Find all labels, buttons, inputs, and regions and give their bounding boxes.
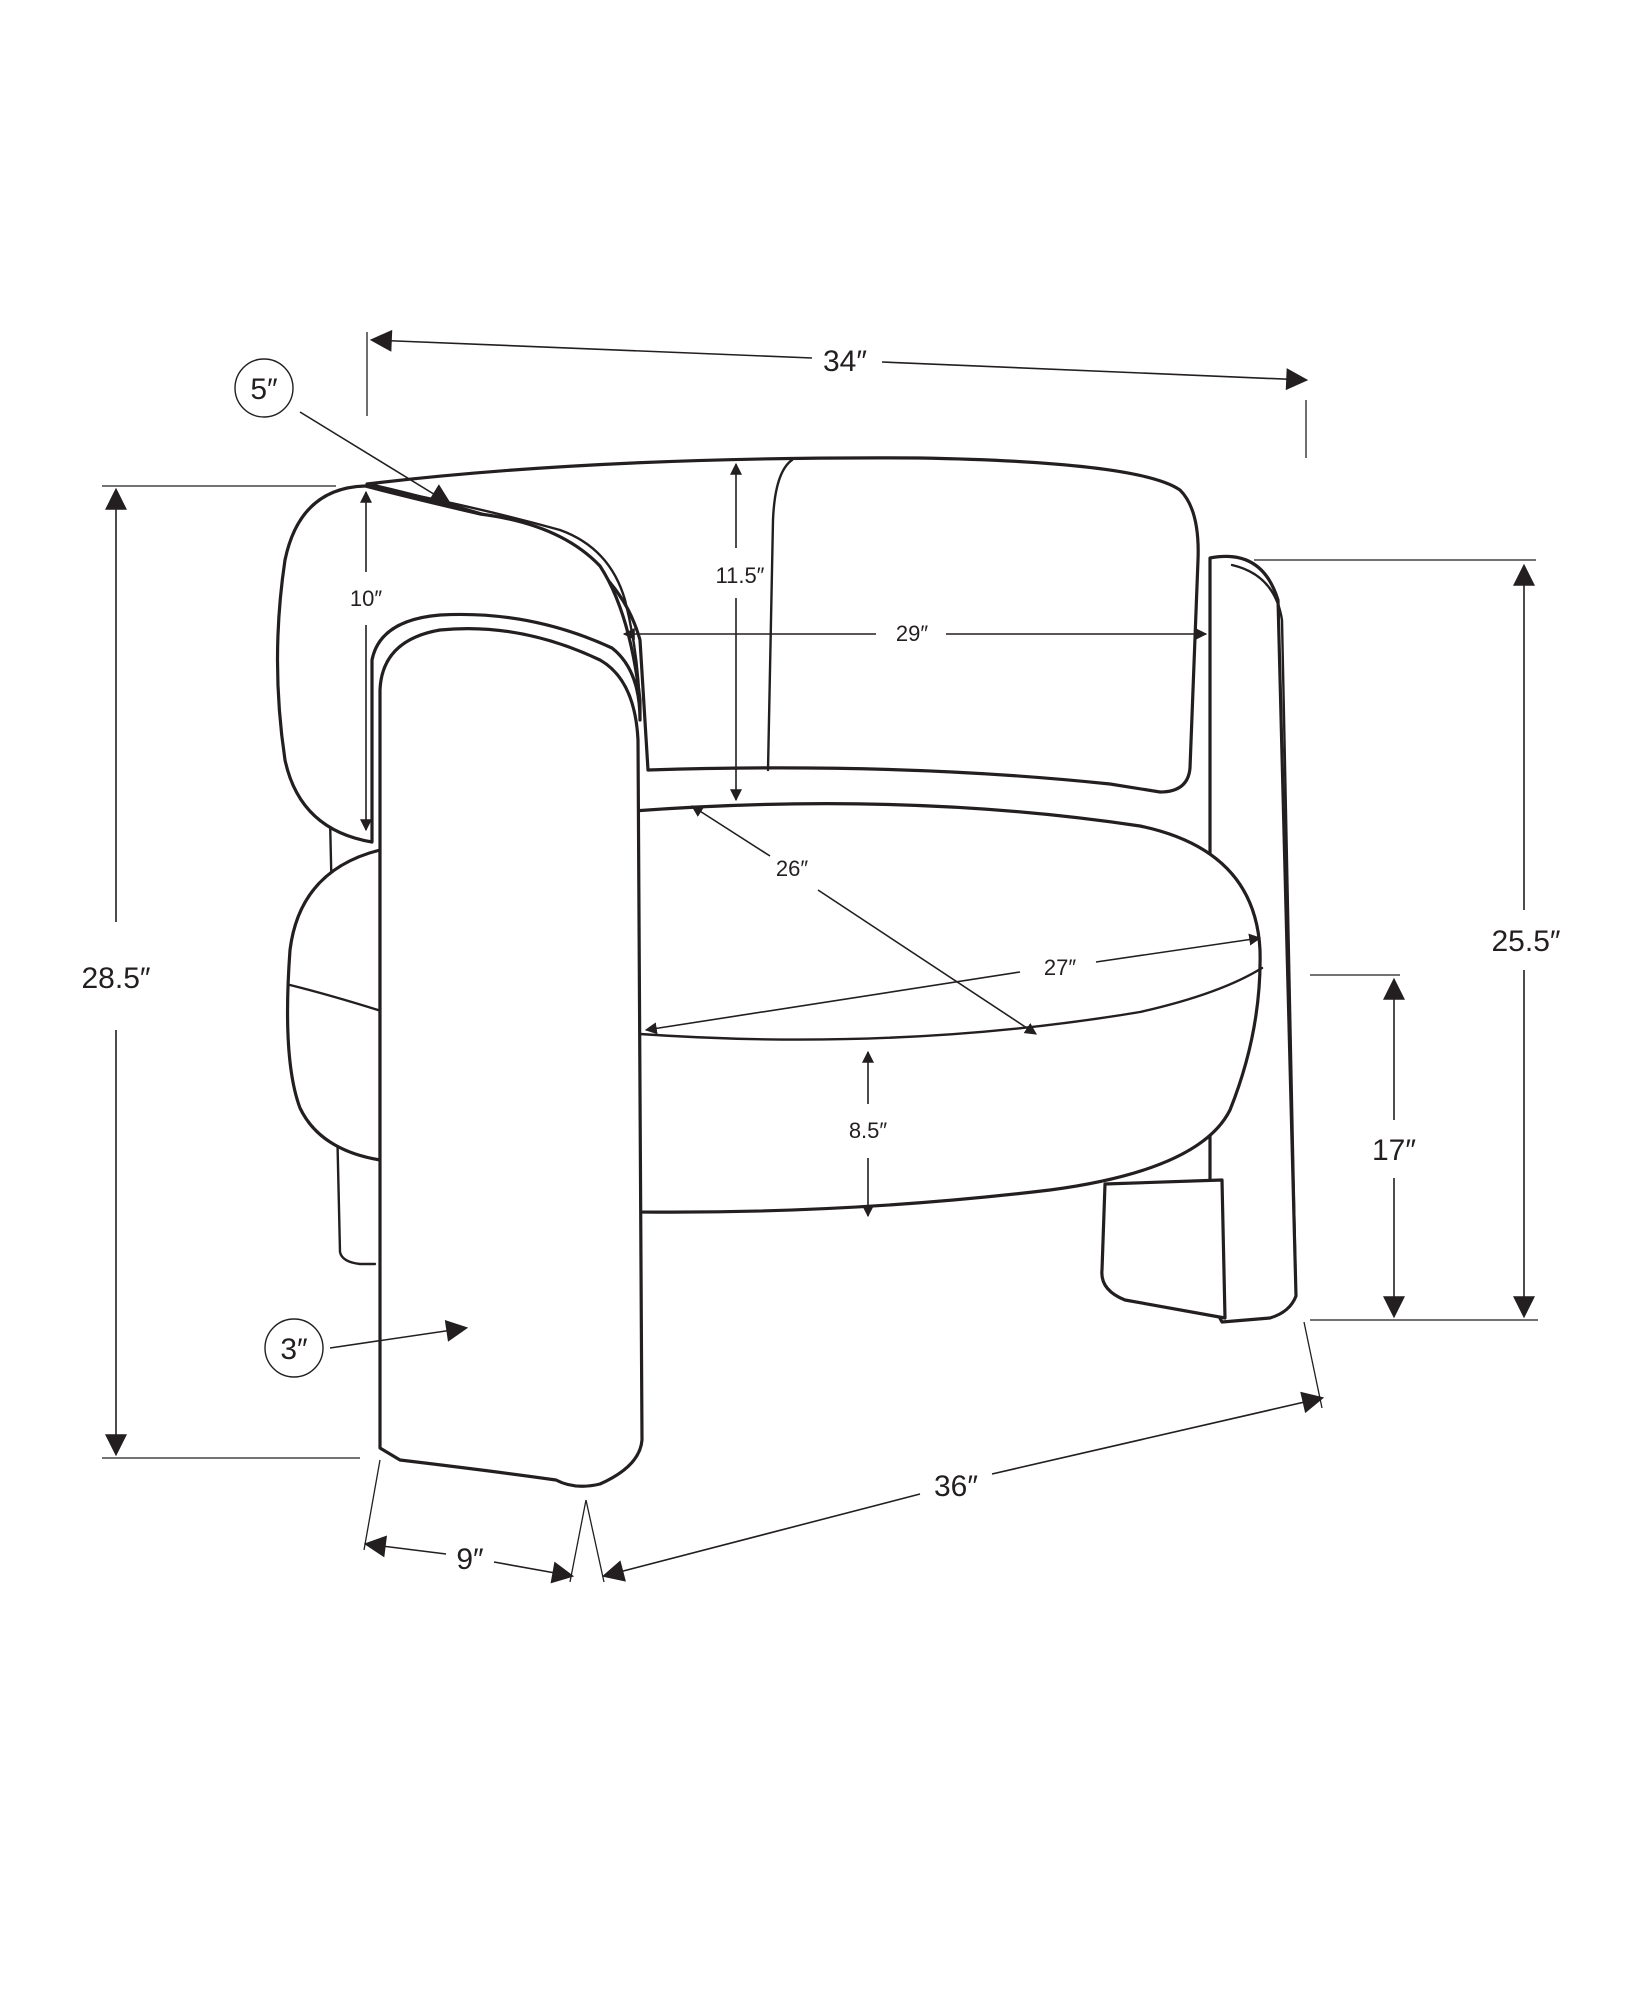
label-leg-thickness: 3″ (280, 1333, 308, 1366)
dim-line-arm-depth (363, 1535, 447, 1558)
dim-line-seat-width (644, 971, 1021, 1035)
dim-line-overall-depth (601, 1493, 921, 1582)
left-rear-leg (328, 816, 377, 1266)
label-arm-thickness: 5″ (250, 373, 278, 406)
dim-line-seat-depth (690, 805, 771, 857)
seat-cushion (618, 802, 1262, 1214)
callout-circle-leg-thickness (264, 1318, 324, 1378)
side-cushion (285, 848, 382, 1162)
leader-leg-thickness (329, 1319, 469, 1349)
label-back-width: 29″ (896, 621, 928, 646)
extension-lines (102, 332, 1538, 1583)
callout-circle-arm-thickness (234, 358, 294, 418)
right-front-leg (1100, 1178, 1227, 1320)
left-arm-loop (275, 484, 642, 844)
label-overall-width: 34″ (823, 345, 867, 378)
dim-line-overall-width (369, 329, 813, 359)
label-overall-depth: 36″ (934, 1470, 978, 1503)
label-seat-depth: 26″ (776, 856, 808, 881)
label-back-height: 11.5″ (716, 563, 765, 588)
leader-arm-thickness (299, 411, 452, 506)
label-seat-height: 17″ (1372, 1134, 1416, 1167)
front-arm-slab (378, 627, 644, 1488)
chair-outline (275, 456, 1298, 1488)
label-seat-width: 27″ (1044, 955, 1076, 980)
label-back-top-height: 25.5″ (1491, 925, 1560, 958)
dimension-lines (105, 329, 1535, 1584)
label-arm-height: 10″ (350, 586, 382, 611)
label-overall-height: 28.5″ (81, 962, 150, 995)
label-cushion-thickness: 8.5″ (849, 1118, 888, 1143)
dimension-labels: 34″ 5″ 10″ 11.5″ 29″ 26″ 27″ 28.5″ 25.5″… (81, 345, 1560, 1576)
label-arm-depth: 9″ (456, 1543, 484, 1576)
